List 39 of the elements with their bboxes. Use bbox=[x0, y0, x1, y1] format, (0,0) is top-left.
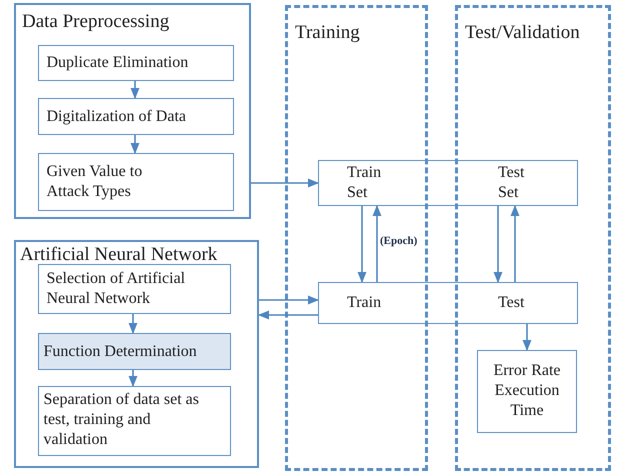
arrow bbox=[130, 81, 140, 100]
box-label: Duplicate Elimination bbox=[46, 52, 190, 72]
arrow bbox=[522, 324, 532, 352]
box-label: Test Set bbox=[498, 163, 526, 203]
arrow bbox=[358, 206, 366, 284]
process-box bbox=[38, 152, 234, 210]
arrow bbox=[494, 206, 502, 284]
box-label: Digitalization of Data bbox=[46, 106, 188, 126]
process-box bbox=[38, 264, 230, 314]
arrow bbox=[128, 314, 138, 334]
box-label: Given Value to Attack Types bbox=[46, 162, 144, 202]
lane-title: Test/Validation bbox=[465, 22, 580, 44]
process-box bbox=[38, 44, 234, 80]
box-label: Test bbox=[498, 293, 526, 313]
arrow bbox=[510, 204, 520, 282]
group-box bbox=[14, 3, 251, 219]
arrow bbox=[372, 204, 382, 282]
edge-label: (Epoch) bbox=[380, 235, 418, 248]
box-label: Separation of data set as test, training and validation bbox=[44, 390, 200, 450]
process-box bbox=[318, 160, 578, 206]
process-box bbox=[318, 282, 578, 324]
lane-title: Training bbox=[295, 22, 360, 44]
box-label: Train bbox=[347, 293, 382, 313]
group-title: Artificial Neural Network bbox=[20, 244, 218, 266]
arrow bbox=[259, 296, 320, 304]
arrow bbox=[258, 310, 318, 320]
arrow bbox=[130, 135, 140, 154]
box-label: Error Rate Execution Time bbox=[492, 361, 562, 421]
box-label: Train Set bbox=[347, 163, 382, 203]
group-box bbox=[14, 240, 259, 468]
box-label: Function Determination bbox=[44, 342, 198, 362]
arrow bbox=[251, 178, 320, 188]
box-label: Selection of Artificial Neural Network bbox=[46, 268, 186, 308]
highlighted-process-box bbox=[38, 332, 230, 370]
process-box bbox=[38, 386, 230, 456]
arrow bbox=[128, 370, 138, 388]
process-box bbox=[477, 350, 577, 433]
group-title: Data Preprocessing bbox=[22, 11, 170, 33]
process-box bbox=[38, 98, 234, 134]
